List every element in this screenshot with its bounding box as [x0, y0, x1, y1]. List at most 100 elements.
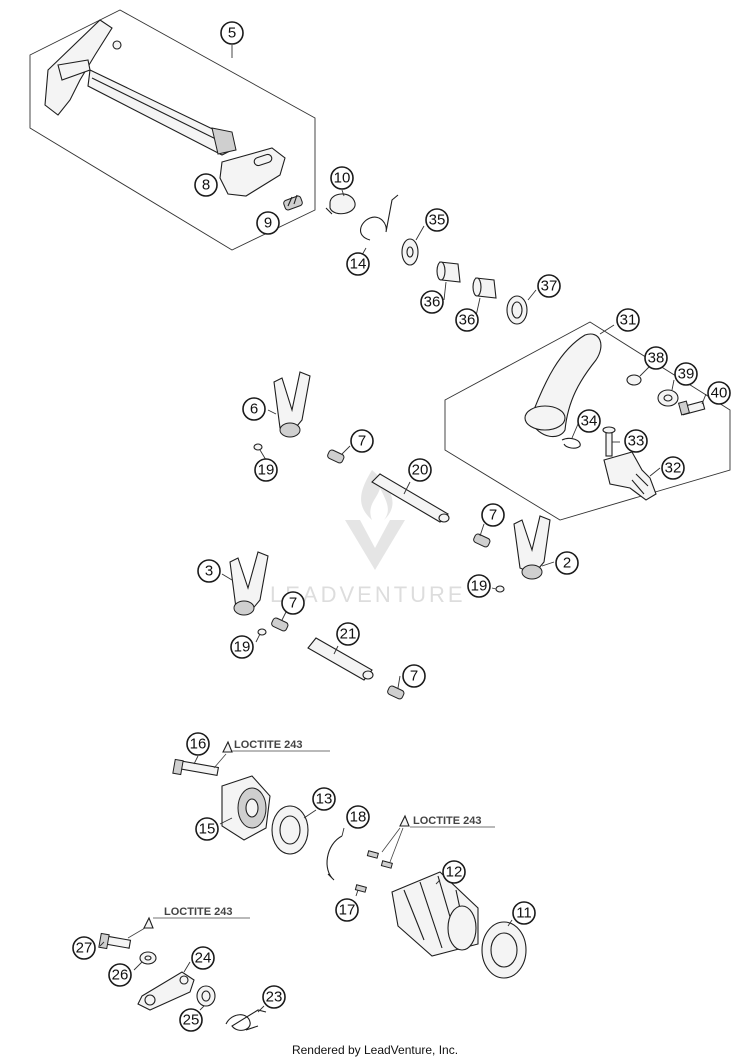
svg-text:16: 16	[190, 736, 207, 753]
leadventure-watermark: LEADVENTURE	[270, 470, 463, 607]
callout-7b[interactable]: 7	[481, 503, 505, 527]
callout-9[interactable]: 9	[256, 211, 280, 235]
callout-11[interactable]: 11	[512, 901, 536, 925]
spring-part-7d	[387, 685, 405, 700]
svg-text:3: 3	[205, 563, 213, 580]
callout-7a[interactable]: 7	[350, 429, 374, 453]
rendered-by-footer: Rendered by LeadVenture, Inc.	[291, 1043, 459, 1057]
shift-fork-part-6	[273, 371, 311, 438]
callout-32[interactable]: 32	[661, 456, 685, 480]
callout-6[interactable]: 6	[242, 397, 266, 421]
shift-lever-group-box	[444, 321, 731, 521]
callout-7c[interactable]: 7	[281, 591, 305, 615]
svg-text:12: 12	[446, 864, 463, 881]
pin-part-33	[602, 426, 616, 457]
callout-38[interactable]: 38	[644, 346, 668, 370]
loctite-note-1: LOCTITE 243	[213, 739, 330, 769]
svg-text:37: 37	[541, 278, 558, 295]
washer-part-38	[626, 374, 642, 386]
shift-fork-part-2	[513, 515, 551, 580]
torsion-spring-part-23	[225, 1009, 267, 1031]
svg-text:15: 15	[199, 821, 216, 838]
callout-7d[interactable]: 7	[402, 664, 426, 688]
svg-text:21: 21	[340, 626, 357, 643]
callout-15[interactable]: 15	[195, 817, 219, 841]
callout-10[interactable]: 10	[330, 166, 354, 190]
shift-shaft-group-box	[29, 9, 316, 251]
fork-rail-part-20	[371, 473, 450, 523]
callout-27[interactable]: 27	[72, 936, 96, 960]
callout-36a[interactable]: 36	[420, 290, 444, 314]
screw-part-27	[98, 932, 132, 950]
svg-text:7: 7	[358, 433, 366, 450]
bearing-part-13	[271, 805, 309, 855]
callout-17[interactable]: 17	[335, 898, 359, 922]
callout-31[interactable]: 31	[616, 308, 640, 332]
svg-text:19: 19	[234, 639, 251, 656]
small-screw-part-17a	[366, 850, 379, 859]
callout-19c[interactable]: 19	[230, 635, 254, 659]
callout-21[interactable]: 21	[336, 622, 360, 646]
guide-pin-part-19a	[253, 443, 263, 451]
callout-19b[interactable]: 19	[467, 574, 491, 598]
spring-part-7a	[327, 449, 345, 464]
svg-text:32: 32	[665, 460, 682, 477]
clip-part-34	[561, 437, 581, 449]
svg-text:8: 8	[202, 177, 210, 194]
callout-33[interactable]: 33	[624, 429, 648, 453]
svg-text:23: 23	[266, 989, 283, 1006]
callout-16[interactable]: 16	[186, 732, 210, 756]
small-screw-part-17c	[354, 884, 367, 893]
callout-19a[interactable]: 19	[254, 458, 278, 482]
washer-part-35	[401, 238, 419, 266]
spring-part-7b	[473, 533, 491, 548]
svg-text:27: 27	[76, 940, 93, 957]
callout-36b[interactable]: 36	[455, 308, 479, 332]
loctite-label-2: LOCTITE 243	[413, 815, 481, 827]
callout-8[interactable]: 8	[194, 173, 218, 197]
callout-34[interactable]: 34	[577, 409, 601, 433]
svg-text:39: 39	[678, 366, 695, 383]
callout-39[interactable]: 39	[674, 362, 698, 386]
bolt-part-40	[677, 400, 706, 416]
svg-text:13: 13	[316, 791, 333, 808]
shift-tip-part-32	[603, 451, 657, 501]
svg-text:34: 34	[581, 413, 598, 430]
svg-text:6: 6	[250, 401, 258, 418]
callout-2[interactable]: 2	[555, 551, 579, 575]
spring-washer-part-39	[657, 389, 679, 407]
bushing-part-36b	[472, 277, 497, 299]
seal-part-37	[506, 295, 528, 325]
callout-37[interactable]: 37	[537, 274, 561, 298]
bushing-part-36a	[436, 261, 461, 283]
loctite-label-3: LOCTITE 243	[164, 906, 232, 918]
guide-pin-part-19c	[257, 628, 267, 636]
callout-5[interactable]: 5	[220, 21, 244, 45]
callout-12[interactable]: 12	[442, 860, 466, 884]
callout-25[interactable]: 25	[179, 1008, 203, 1032]
loctite-note-3: LOCTITE 243	[127, 906, 250, 939]
fork-rail-part-21	[307, 637, 374, 681]
roller-part-25	[196, 985, 216, 1007]
callout-40[interactable]: 40	[707, 381, 731, 405]
callout-23[interactable]: 23	[262, 985, 286, 1009]
loctite-label-1: LOCTITE 243	[234, 739, 302, 751]
svg-text:9: 9	[264, 215, 272, 232]
callout-24[interactable]: 24	[191, 946, 215, 970]
callout-20[interactable]: 20	[408, 458, 432, 482]
callout-18[interactable]: 18	[346, 805, 370, 829]
svg-text:5: 5	[228, 25, 236, 42]
svg-text:24: 24	[195, 950, 212, 967]
callout-26[interactable]: 26	[108, 963, 132, 987]
svg-text:10: 10	[334, 170, 351, 187]
clip-part-18	[326, 835, 343, 881]
svg-text:7: 7	[289, 595, 297, 612]
svg-text:19: 19	[471, 578, 488, 595]
callout-35[interactable]: 35	[425, 208, 449, 232]
spring-part-9	[283, 194, 303, 211]
small-screw-part-17b	[380, 860, 393, 869]
callout-14[interactable]: 14	[346, 252, 370, 276]
callout-3[interactable]: 3	[197, 559, 221, 583]
svg-text:14: 14	[350, 256, 367, 273]
callout-13[interactable]: 13	[312, 787, 336, 811]
